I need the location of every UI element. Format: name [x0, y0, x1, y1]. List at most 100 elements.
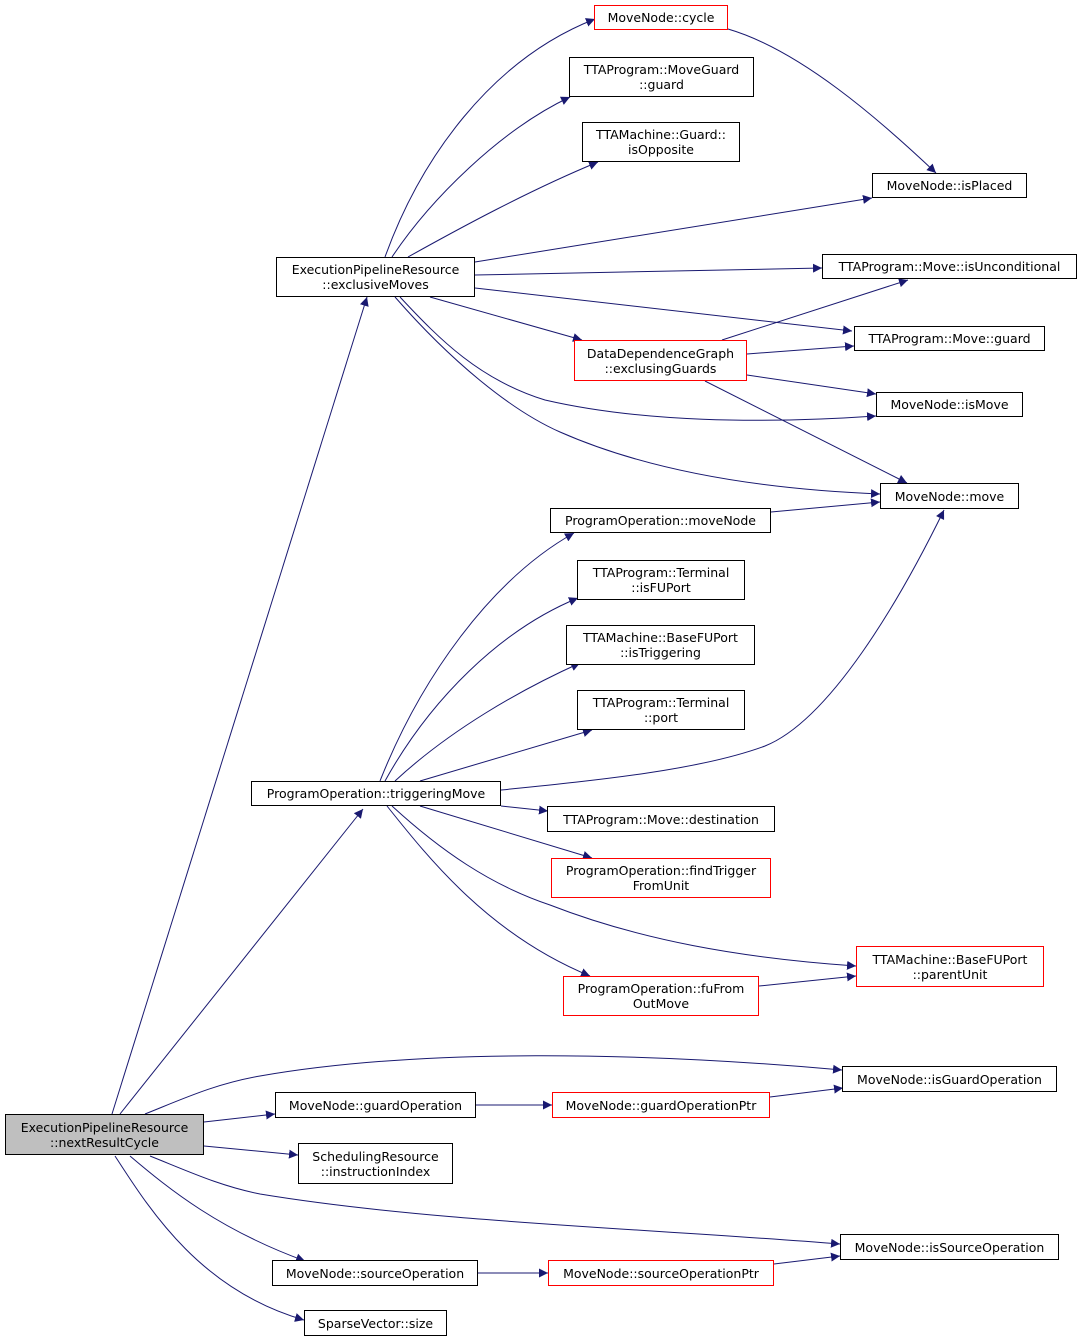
node-sourceOperation-label: MoveNode::sourceOperation	[285, 1265, 465, 1281]
node-sourceOperationPtr-label: MoveNode::sourceOperationPtr	[563, 1265, 759, 1281]
node-exclusingGuards-line2: ::exclusingGuards	[604, 360, 717, 376]
edge-exclusiveMoves-moveguardGuard	[391, 96, 571, 258]
node-findTrigger-line2: FromUnit	[632, 878, 690, 893]
edge-triggeringMove-port	[419, 728, 593, 782]
node-move[interactable]: MoveNode::move	[880, 483, 1019, 509]
node-size[interactable]: SparseVector::size	[304, 1310, 447, 1336]
node-guardOperation[interactable]: MoveNode::guardOperation	[275, 1092, 476, 1118]
node-isOpposite-line1: TTAMachine::Guard::	[596, 127, 726, 142]
node-isGuardOperation-label: MoveNode::isGuardOperation	[857, 1071, 1042, 1087]
edge-exclusiveMoves-isPlaced	[474, 194, 873, 263]
node-isFUPort-line2: ::isFUPort	[631, 580, 691, 595]
node-moveNode[interactable]: ProgramOperation::moveNode	[550, 508, 771, 533]
node-sourceOperationPtr[interactable]: MoveNode::sourceOperationPtr	[548, 1260, 774, 1286]
edge-root-size	[114, 1155, 305, 1322]
edge-guardOperationPtr-isGuardOperation	[769, 1084, 844, 1098]
edge-exclusiveMoves-isMove	[399, 296, 877, 422]
node-moveNode-label: ProgramOperation::moveNode	[565, 513, 756, 528]
node-parentUnit-line1: TTAMachine::BaseFUPort	[872, 951, 1028, 967]
node-destination[interactable]: TTAProgram::Move::destination	[547, 806, 775, 832]
node-instructionIndex-line2: ::instructionIndex	[320, 1163, 431, 1179]
edge-root-isSourceOperation	[149, 1155, 841, 1248]
edge-exclusiveMoves-cycle	[384, 18, 596, 258]
node-move-guard[interactable]: TTAProgram::Move::guard	[854, 326, 1045, 351]
node-triggeringMove-label: ProgramOperation::triggeringMove	[266, 786, 486, 801]
node-move-guard-label: TTAProgram::Move::guard	[868, 331, 1031, 346]
edge-exclusiveMoves-moveGuard	[474, 287, 853, 335]
node-isPlaced[interactable]: MoveNode::isPlaced	[872, 173, 1027, 198]
edge-exclusiveMoves-isUnconditional	[474, 263, 823, 276]
edge-exclusiveMoves-exclusingGuards	[429, 296, 583, 342]
node-isMove-label: MoveNode::isMove	[890, 397, 1009, 412]
node-isOpposite[interactable]: TTAMachine::Guard:: isOpposite	[582, 122, 740, 162]
edge-root-sourceOperation	[129, 1155, 306, 1263]
edge-exclusiveMoves-move	[394, 296, 881, 499]
node-isFUPort[interactable]: TTAProgram::Terminal ::isFUPort	[577, 560, 745, 600]
edge-sourceOperationPtr-isSourceOperation	[773, 1252, 841, 1265]
node-exclusingGuards-line1: DataDependenceGraph	[586, 345, 735, 361]
node-port[interactable]: TTAProgram::Terminal ::port	[577, 690, 745, 730]
node-root-line2: ::nextResultCycle	[50, 1134, 159, 1150]
node-instructionIndex-line1: SchedulingResource	[312, 1148, 439, 1164]
edge-exclusingGuards-isMove	[746, 374, 877, 398]
node-fuFromOutMove-line2: OutMove	[632, 996, 690, 1011]
edge-triggeringMove-move	[500, 509, 945, 791]
edge-exclusingGuards-moveGuard	[746, 342, 855, 355]
node-exclusingGuards[interactable]: DataDependenceGraph ::exclusingGuards	[574, 340, 747, 381]
node-exclusiveMoves[interactable]: ExecutionPipelineResource ::exclusiveMov…	[276, 257, 475, 297]
node-isTriggering[interactable]: TTAMachine::BaseFUPort ::isTriggering	[566, 625, 755, 665]
edge-root-guardOperation	[203, 1110, 276, 1123]
edge-triggeringMove-parentUnit	[391, 805, 857, 970]
node-root-nextResultCycle: ExecutionPipelineResource ::nextResultCy…	[5, 1114, 204, 1155]
node-instructionIndex[interactable]: SchedulingResource ::instructionIndex	[298, 1143, 453, 1184]
edge-triggeringMove-findTrigger	[419, 805, 593, 860]
node-findTrigger-line1: ProgramOperation::findTrigger	[565, 863, 757, 878]
node-isTriggering-line1: TTAMachine::BaseFUPort	[583, 630, 738, 645]
node-isPlaced-label: MoveNode::isPlaced	[886, 178, 1013, 193]
edge-triggeringMove-destination	[500, 805, 549, 815]
node-isSourceOperation[interactable]: MoveNode::isSourceOperation	[840, 1234, 1059, 1260]
node-exclusiveMoves-line2: ::exclusiveMoves	[322, 277, 429, 292]
node-parentUnit[interactable]: TTAMachine::BaseFUPort ::parentUnit	[856, 946, 1044, 987]
node-cycle[interactable]: MoveNode::cycle	[594, 5, 728, 30]
edge-exclusingGuards-isUnconditional	[721, 278, 909, 341]
edge-fuFromOutMove-parentUnit	[758, 972, 857, 987]
node-fuFromOutMove-line1: ProgramOperation::fuFrom	[577, 981, 745, 996]
node-findTrigger[interactable]: ProgramOperation::findTrigger FromUnit	[551, 858, 771, 898]
node-port-line2: ::port	[643, 710, 679, 725]
node-cycle-label: MoveNode::cycle	[607, 10, 715, 25]
node-isFUPort-line1: TTAProgram::Terminal	[592, 565, 730, 580]
node-parentUnit-line2: ::parentUnit	[912, 966, 988, 982]
node-triggeringMove[interactable]: ProgramOperation::triggeringMove	[251, 781, 501, 806]
node-isOpposite-line2: isOpposite	[628, 142, 694, 157]
edge-root-exclusiveMoves	[111, 296, 369, 1115]
node-isMove[interactable]: MoveNode::isMove	[876, 392, 1023, 417]
edge-exclusingGuards-move	[704, 380, 908, 484]
node-guardOperation-label: MoveNode::guardOperation	[288, 1097, 463, 1113]
node-sourceOperation[interactable]: MoveNode::sourceOperation	[272, 1260, 478, 1286]
node-size-label: SparseVector::size	[317, 1315, 434, 1331]
edge-exclusiveMoves-isOpposite	[407, 161, 599, 258]
node-isGuardOperation[interactable]: MoveNode::isGuardOperation	[842, 1066, 1057, 1092]
node-moveguard-guard[interactable]: TTAProgram::MoveGuard ::guard	[569, 57, 754, 97]
edge-root-instructionIndex	[203, 1145, 299, 1159]
node-move-label: MoveNode::move	[894, 488, 1005, 504]
node-destination-label: TTAProgram::Move::destination	[563, 811, 759, 827]
edge-moveNode-move	[770, 498, 881, 513]
node-moveguard-guard-line1: TTAProgram::MoveGuard	[583, 62, 740, 77]
node-isUnconditional[interactable]: TTAProgram::Move::isUnconditional	[822, 254, 1077, 279]
node-guardOperationPtr-label: MoveNode::guardOperationPtr	[565, 1097, 757, 1113]
edge-triggeringMove-moveNode	[379, 532, 575, 782]
node-root-line1: ExecutionPipelineResource	[20, 1119, 189, 1135]
node-guardOperationPtr[interactable]: MoveNode::guardOperationPtr	[552, 1092, 770, 1118]
edge-triggeringMove-fuFromOutMove	[386, 805, 591, 977]
edge-root-triggeringMove	[119, 808, 364, 1115]
edge-triggeringMove-isTriggering	[394, 662, 581, 782]
edge-root-isGuardOperation	[144, 1055, 843, 1115]
node-moveguard-guard-line2: ::guard	[639, 77, 684, 92]
node-isTriggering-line2: ::isTriggering	[620, 645, 701, 660]
node-fuFromOutMove[interactable]: ProgramOperation::fuFrom OutMove	[563, 976, 759, 1016]
edge-triggeringMove-isFUPort	[384, 597, 579, 782]
